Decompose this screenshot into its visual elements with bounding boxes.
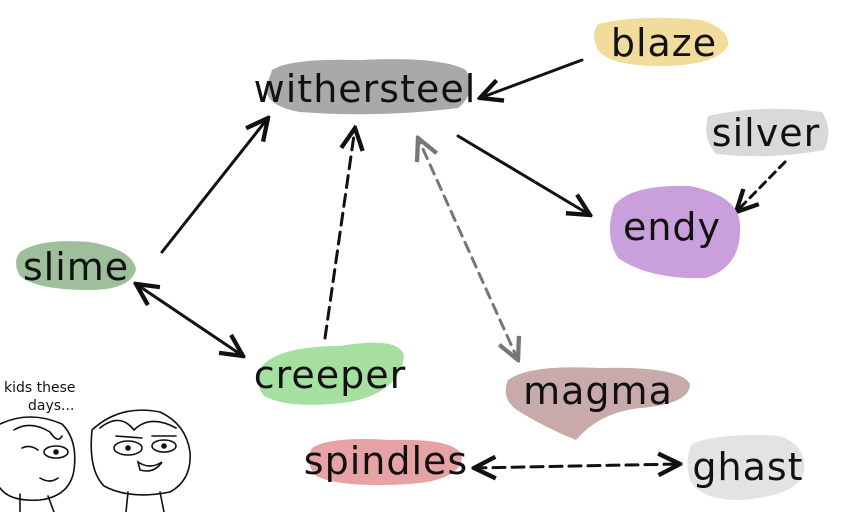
edges <box>136 58 787 468</box>
edge-slime-creeper <box>136 284 243 356</box>
node-magma[interactable]: magma <box>505 367 690 440</box>
node-label: ghast <box>692 445 803 489</box>
node-label: endy <box>623 205 721 249</box>
node-blob <box>594 17 729 66</box>
node-label: blaze <box>611 21 717 65</box>
node-blob <box>308 439 462 485</box>
edge-creeper-withersteel <box>323 128 355 340</box>
node-slime[interactable]: slime <box>16 241 136 290</box>
edge-magma-withersteel <box>418 138 518 360</box>
node-blob <box>609 185 741 279</box>
node-label: slime <box>23 245 129 289</box>
node-blob <box>687 435 805 500</box>
node-blob <box>706 108 829 157</box>
node-silver[interactable]: silver <box>706 108 829 157</box>
node-blob <box>505 367 690 440</box>
node-blaze[interactable]: blaze <box>594 17 729 66</box>
node-blob <box>266 59 471 115</box>
doodle-caption-line1: kids these <box>4 380 76 396</box>
doodle-characters <box>0 409 191 512</box>
node-label: magma <box>523 369 673 413</box>
edge-slime-withersteel <box>160 118 268 254</box>
node-blob <box>258 342 404 405</box>
edge-blaze-withersteel <box>480 58 584 98</box>
node-spindles[interactable]: spindles <box>304 439 468 485</box>
edge-spindles-ghast <box>474 464 680 468</box>
edge-silver-endy <box>736 160 787 212</box>
node-label: creeper <box>254 353 407 397</box>
node-ghast[interactable]: ghast <box>687 435 805 500</box>
node-blob <box>16 241 136 290</box>
node-label: silver <box>712 111 820 155</box>
node-withersteel[interactable]: withersteel <box>254 59 477 115</box>
node-endy[interactable]: endy <box>609 185 741 279</box>
node-label: withersteel <box>254 67 477 111</box>
node-creeper[interactable]: creeper <box>254 342 407 405</box>
doodle-caption-line2: days... <box>28 398 74 414</box>
edge-withersteel-endy <box>456 134 590 215</box>
node-label: spindles <box>304 439 468 483</box>
